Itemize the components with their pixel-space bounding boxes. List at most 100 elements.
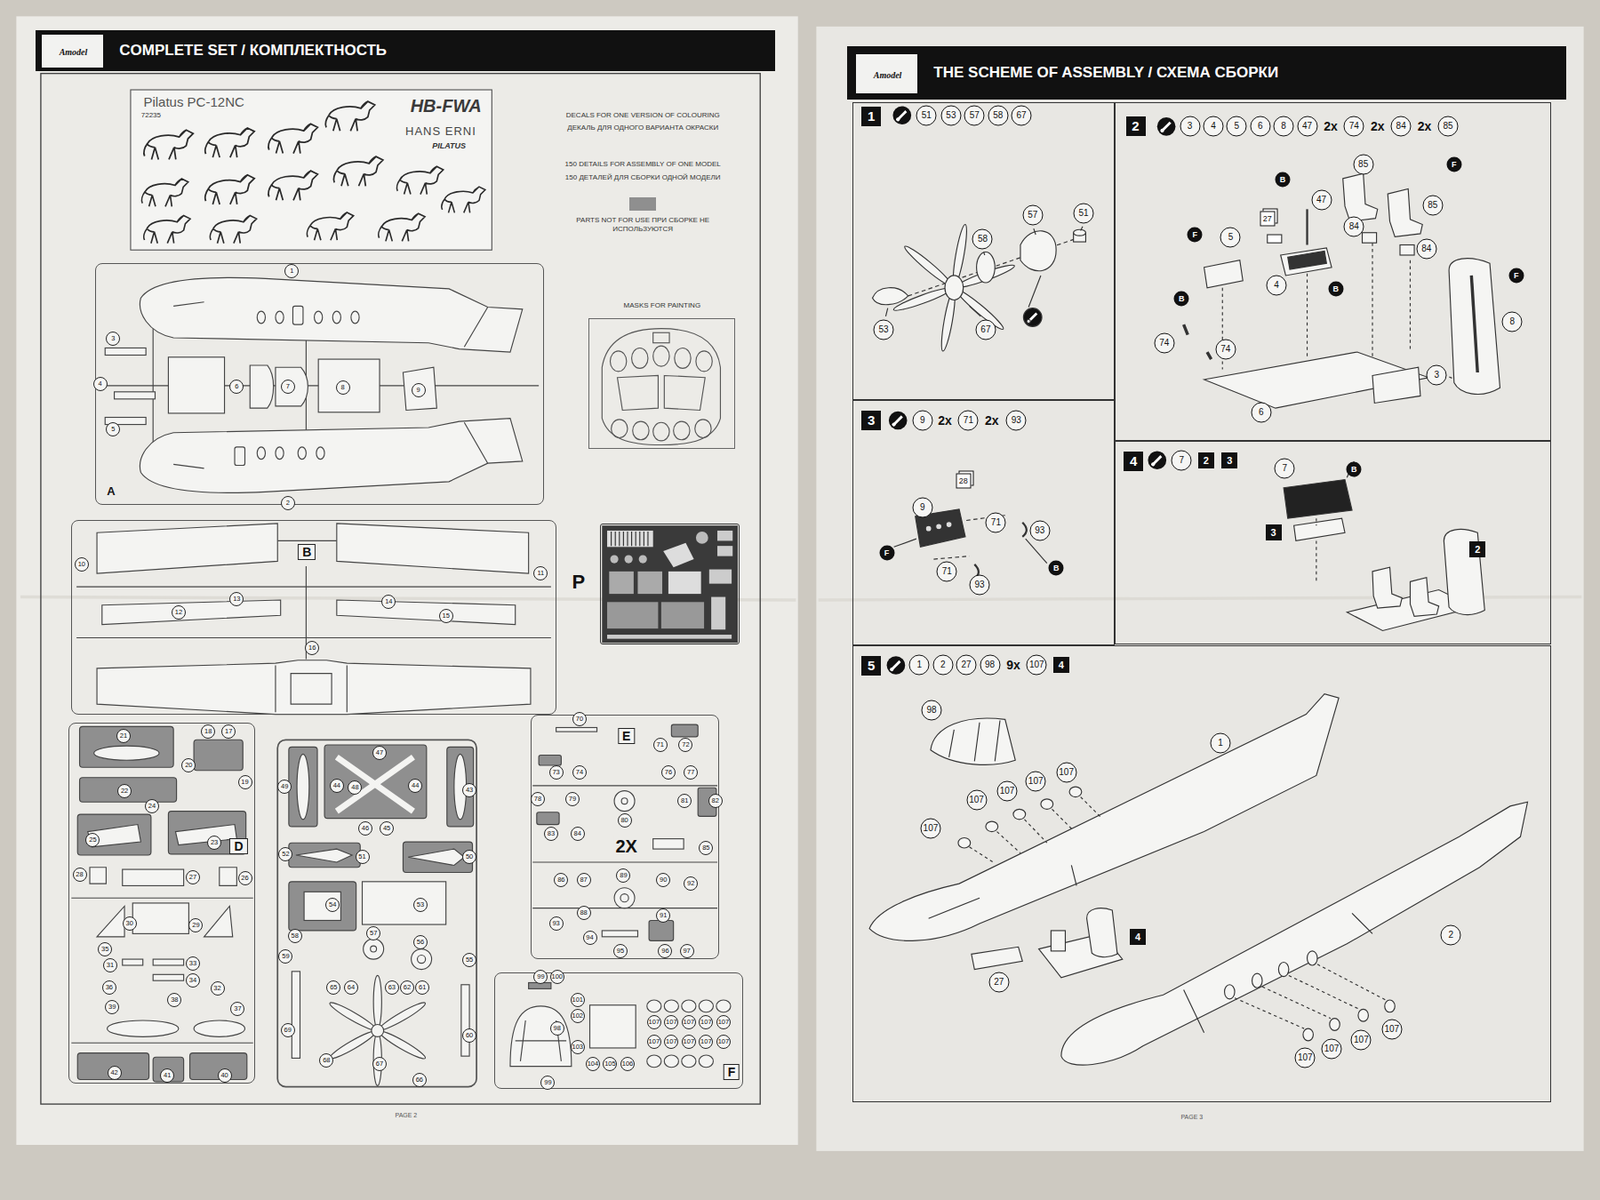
sprue-d-parts	[71, 1042, 253, 1044]
sprue-b-parts	[96, 523, 278, 574]
part-number: 10	[74, 557, 89, 572]
decal-text: Pilatus PC-12NC	[143, 93, 244, 109]
part-number: 8	[1502, 311, 1523, 332]
step-reference: 3	[1265, 524, 1282, 541]
sprue-a-parts	[402, 367, 437, 410]
sprue-f-parts	[590, 1005, 637, 1048]
part-number: 27	[956, 655, 977, 676]
sprue-c-frame-and-parts	[363, 938, 384, 960]
photo-etch-art	[607, 601, 658, 629]
colour-code: F	[1187, 227, 1203, 243]
step-2-cockpit-art	[1343, 173, 1378, 222]
sprue-f-parts	[681, 1055, 696, 1068]
colour-code: F	[1446, 156, 1462, 172]
part-number: 83	[544, 826, 559, 841]
sprue-a-parts	[292, 305, 303, 325]
decal-sheet-art	[144, 129, 193, 160]
sprue-a-parts	[275, 367, 308, 407]
part-number: 107	[647, 1034, 662, 1049]
paint-mask-art	[674, 347, 691, 368]
step-5-fuselage-art	[1384, 1000, 1395, 1013]
decal-sheet: Pilatus PC-12NC72235HB-FWAHANS ERNIPILAT…	[130, 89, 492, 250]
part-number: 5	[1226, 116, 1248, 137]
part-number: 84	[1416, 239, 1437, 260]
step-5-fuselage-art	[971, 946, 1023, 969]
part-number: 71	[958, 409, 979, 431]
decal-sheet-art	[205, 128, 255, 158]
sprue-a-parts	[234, 447, 245, 466]
part-number: 58	[288, 928, 303, 944]
part-number: 16	[304, 640, 320, 656]
sprue-a-parts	[256, 447, 265, 460]
sprue-e-parts	[532, 724, 718, 941]
part-number: 85	[1352, 153, 1374, 175]
sprue-c-frame-and-parts	[328, 975, 428, 1086]
part-number: 102	[570, 1008, 585, 1024]
step-number: 3	[861, 410, 881, 431]
part-number: 51	[1073, 202, 1095, 224]
part-number: 59	[278, 949, 293, 964]
part-number: 99	[540, 1075, 555, 1090]
paper-sheets	[16, 16, 798, 1145]
paper-sheets	[40, 73, 760, 1104]
page-number: PAGE 2	[394, 1111, 417, 1118]
sprue-e-parts	[648, 920, 674, 941]
part-number: 8	[1273, 116, 1295, 137]
sprue-e-parts	[556, 727, 684, 936]
part-number: 88	[576, 905, 592, 920]
sprue-d-parts	[94, 745, 160, 760]
part-number: 62	[400, 980, 415, 995]
part-number: 70	[572, 712, 587, 727]
paint-mask-art	[609, 351, 626, 372]
quantity-multiplier: 2x	[1322, 119, 1339, 134]
sprue-c-frame-and-parts	[408, 848, 464, 865]
paint-mask-art	[611, 419, 628, 439]
sprue-a-parts	[97, 277, 539, 493]
sprue-d-parts	[71, 726, 253, 1081]
colour-code: F	[879, 545, 895, 561]
sprue-d-parts	[77, 1053, 149, 1080]
legend-swatch	[629, 197, 656, 211]
photo-etch-art	[607, 530, 654, 547]
glue-brush-icons	[888, 411, 908, 431]
sprue-f-parts	[515, 1020, 567, 1062]
part-number: 107	[716, 1015, 731, 1030]
part-number: 90	[656, 872, 671, 888]
step-3-panel-art	[936, 523, 943, 530]
sprue-a-parts	[139, 277, 522, 352]
step-2-cockpit-art	[1400, 245, 1415, 256]
part-number: 71	[985, 512, 1007, 533]
step-panel: 3	[852, 400, 1115, 646]
step-5-fuselage-art	[869, 694, 1528, 1066]
colour-code: B	[1274, 172, 1290, 188]
part-number: 2	[1440, 924, 1462, 945]
sprue-c-frame-and-parts	[324, 744, 427, 819]
photo-etch-art	[709, 569, 732, 584]
quantity-multiplier: 2X	[613, 835, 639, 856]
step-1-propeller-art	[976, 252, 996, 283]
step-2-cockpit-art	[1184, 324, 1212, 360]
photo-etch-art	[601, 525, 738, 643]
step-3-panel-art	[894, 509, 1048, 579]
sprue-letter: E	[617, 728, 635, 744]
photo-etch-art	[717, 545, 733, 556]
part-number: 42	[107, 1065, 122, 1080]
glue-brush-icons	[887, 105, 1176, 674]
part-number: 43	[462, 783, 477, 798]
step-1-propeller-art	[872, 224, 1087, 352]
sprue-e-parts	[538, 754, 561, 765]
sprue-a-parts	[297, 447, 306, 460]
photo-etch-art	[711, 597, 726, 631]
part-number: 47	[1296, 116, 1318, 137]
part-number: 20	[181, 758, 196, 773]
photo-etch-art	[663, 543, 694, 568]
part-number: 57	[366, 926, 381, 941]
part-number: 96	[657, 944, 672, 959]
part-number: 85	[1422, 194, 1443, 216]
decal-sheet-art	[130, 89, 492, 250]
step-reference: 3	[1221, 452, 1238, 469]
step-panel: 2	[1114, 102, 1552, 441]
part-number: 3	[105, 331, 120, 346]
step-5-fuselage-art	[1252, 973, 1263, 988]
